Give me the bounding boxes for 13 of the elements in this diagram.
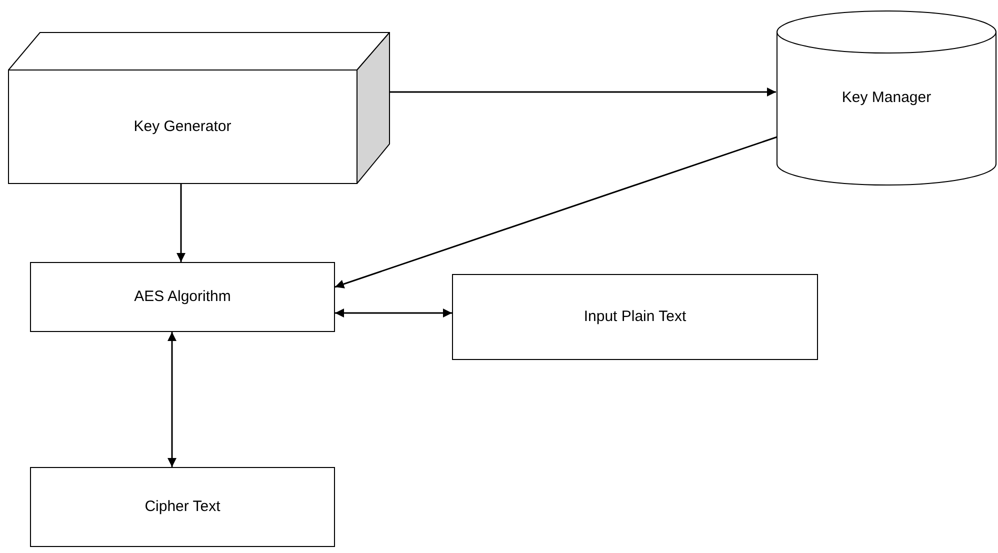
- node-label: Cipher Text: [144, 496, 220, 517]
- arrow: [390, 88, 776, 96]
- node-label: Input Plain Text: [584, 306, 686, 327]
- arrow: [334, 136, 778, 288]
- node-label: AES Algorithm: [134, 286, 231, 307]
- arrow: [335, 308, 452, 318]
- process-box: [30, 262, 335, 332]
- process-box: [30, 467, 335, 547]
- arrow: [176, 184, 186, 262]
- node-label: Key Manager: [842, 88, 932, 108]
- arrow: [168, 332, 176, 467]
- process-box: [452, 274, 818, 360]
- node-label: Key Generator: [134, 116, 232, 137]
